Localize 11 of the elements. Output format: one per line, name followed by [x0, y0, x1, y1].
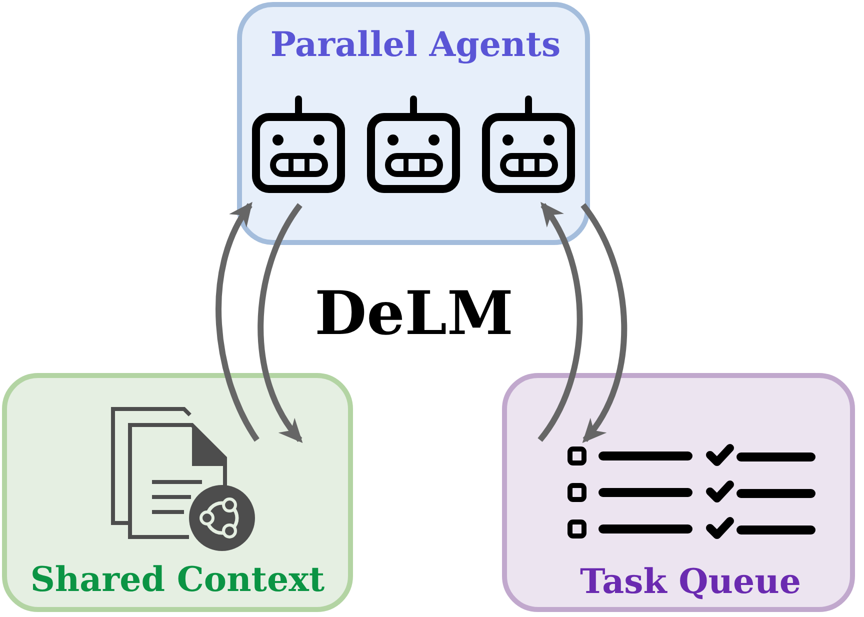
rounded-panel [502, 373, 855, 612]
panel-title: Task Queue [580, 562, 801, 603]
rounded-panel [2, 373, 353, 612]
curved-arrow [216, 202, 260, 442]
panel-title: Shared Context [30, 560, 325, 601]
curved-arrow [538, 202, 583, 442]
panel-title: Parallel Agents [270, 25, 561, 66]
rounded-panel [237, 2, 590, 245]
diagram-title: DeLM [314, 278, 514, 350]
curved-arrow [258, 203, 302, 444]
curved-arrow [580, 203, 628, 444]
